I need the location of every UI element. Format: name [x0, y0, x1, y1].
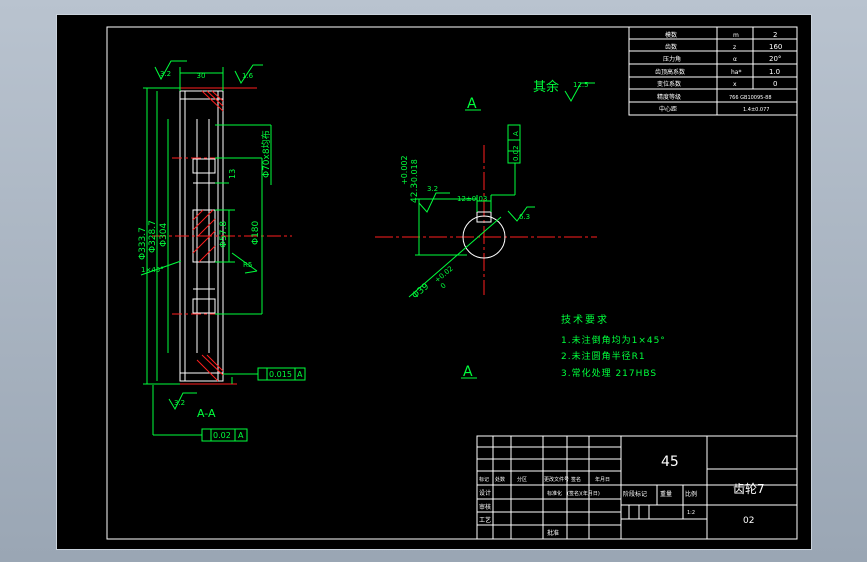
- dim-web-diameter: Φ304: [159, 222, 169, 247]
- param-val-0: 2: [773, 31, 777, 39]
- lightening-hole-bottom: [192, 298, 216, 314]
- dim-outer-diameter: Φ333.7: [138, 227, 148, 260]
- keyway-detail: 其余 12.5 A 42.3 +0.002 -0.018 3.2 12±0.03…: [375, 79, 597, 380]
- section-label: A-A: [197, 407, 216, 420]
- param-sym-0: m: [733, 32, 739, 39]
- check-label: 审核: [479, 503, 491, 511]
- dim-hub-width: 13: [228, 169, 237, 179]
- param-name-0: 模数: [665, 31, 677, 39]
- lightening-hole-top: [192, 158, 216, 174]
- dim-hub-diameter: Φ57.8: [219, 221, 229, 248]
- drawing-canvas: 30 3.2 1.6 Φ333.7 Φ328.7 Φ304 Φ70x8均布 Φ5…: [106, 26, 798, 540]
- dim-holes: Φ70x8均布: [260, 130, 272, 178]
- note-2: 2.未注圆角半径R1: [561, 350, 646, 362]
- cad-viewport[interactable]: 30 3.2 1.6 Φ333.7 Φ328.7 Φ304 Φ70x8均布 Φ5…: [56, 14, 812, 550]
- gear-parameter-table: 模数 m 2 齿数 z 160 压力角 α 20° 齿顶高系数 ha* 1.0 …: [628, 26, 798, 116]
- tol-datum-right: A: [297, 370, 303, 379]
- param-name-3: 齿顶高系数: [655, 68, 685, 76]
- note-1: 1.未注倒角均为1×45°: [561, 334, 666, 346]
- tol-value-right: 0.015: [269, 370, 292, 379]
- mark-2: 分区: [517, 476, 527, 483]
- drawing-frame: [106, 26, 798, 540]
- roughness-left: 3.2: [160, 70, 171, 78]
- bore-tol: +0.02: [433, 265, 455, 285]
- roughness-right: 1.6: [242, 72, 254, 80]
- dim-bore-diameter: Φ180: [251, 220, 261, 245]
- param-sym-1: z: [733, 44, 736, 51]
- dim-root-diameter: Φ328.7: [148, 220, 158, 253]
- part-name: 齿轮7: [733, 482, 765, 496]
- section-dimensions: [140, 60, 306, 442]
- mark-3: 更改文件号: [544, 476, 569, 483]
- param-val-3: 1.0: [769, 68, 780, 76]
- tol-datum-bottom: A: [238, 431, 244, 440]
- dim-top-width: 30: [197, 72, 206, 80]
- param-val-6: 1.4±0.077: [743, 107, 769, 113]
- design-label: 设计: [479, 489, 491, 497]
- param-sym-3: ha*: [731, 69, 741, 76]
- param-sym-2: α: [733, 56, 737, 63]
- mark-5: 年月日: [595, 476, 610, 483]
- stage-mark: 阶段标记: [623, 490, 647, 498]
- bore-dim: Φ39: [411, 282, 432, 302]
- datum-label-bottom: A: [463, 364, 473, 380]
- keyway-tol-top: +0.002: [400, 155, 409, 185]
- keyway-width: 12±0.03: [457, 195, 487, 203]
- symmetry-datum: A: [512, 131, 520, 136]
- keyway-tol-bottom: -0.018: [410, 159, 419, 185]
- detail-view-label: A: [467, 96, 477, 112]
- bore-tol-lower: 0: [439, 282, 448, 291]
- title-block: 45 齿轮7 02 阶段标记 重量 比例 1:2 标记 处数 分区 更改文件号 …: [476, 435, 798, 540]
- keyway-depth: 42.3: [410, 183, 420, 203]
- dim-chamfer: 1×45°: [141, 266, 164, 274]
- keyway-slot: [476, 211, 492, 223]
- rough-keyway: 3.2: [427, 185, 438, 193]
- roughness-bottom: 3.2: [174, 399, 185, 407]
- dim-fillet: R5: [243, 261, 252, 269]
- ratio-label: 比例: [685, 490, 697, 498]
- param-val-1: 160: [769, 43, 782, 51]
- material-label: 45: [661, 454, 679, 470]
- param-val-2: 20°: [769, 55, 781, 63]
- approve-process-label: 工艺: [479, 516, 491, 524]
- std-label: 标准化: [547, 490, 562, 497]
- param-val-4: 0: [773, 80, 777, 88]
- rough-rest-label: 其余: [533, 79, 559, 95]
- weight-label: 重量: [660, 490, 672, 498]
- tech-notes: 技术要求 1.未注倒角均为1×45° 2.未注圆角半径R1 3.常化处理 217…: [561, 313, 666, 379]
- drawing-number: 02: [743, 516, 754, 526]
- param-name-4: 变位系数: [657, 80, 681, 88]
- std-sign: (签名)(年月日): [567, 490, 600, 497]
- mark-1: 处数: [495, 476, 505, 483]
- param-val-5: 766 GB10095-88: [729, 95, 772, 101]
- approve-label: 批准: [547, 529, 559, 537]
- param-name-6: 中心距: [659, 105, 677, 113]
- symmetry-tol: 0.02: [512, 145, 520, 161]
- mark-4: 签名: [571, 476, 581, 483]
- rough-63: 6.3: [519, 213, 530, 221]
- rough-rest-value: 12.5: [573, 81, 589, 89]
- param-name-2: 压力角: [663, 55, 681, 63]
- mark-0: 标记: [479, 476, 489, 483]
- tol-value-bottom: 0.02: [213, 431, 231, 440]
- param-name-5: 精度等级: [657, 93, 681, 101]
- note-3: 3.常化处理 217HBS: [561, 367, 657, 379]
- section-hatching: [192, 90, 224, 382]
- section-view: [152, 87, 292, 385]
- scale-value: 1:2: [687, 510, 695, 516]
- param-sym-4: x: [733, 81, 737, 88]
- notes-title: 技术要求: [561, 313, 609, 326]
- bore-circle: [462, 215, 506, 259]
- param-name-1: 齿数: [665, 43, 677, 51]
